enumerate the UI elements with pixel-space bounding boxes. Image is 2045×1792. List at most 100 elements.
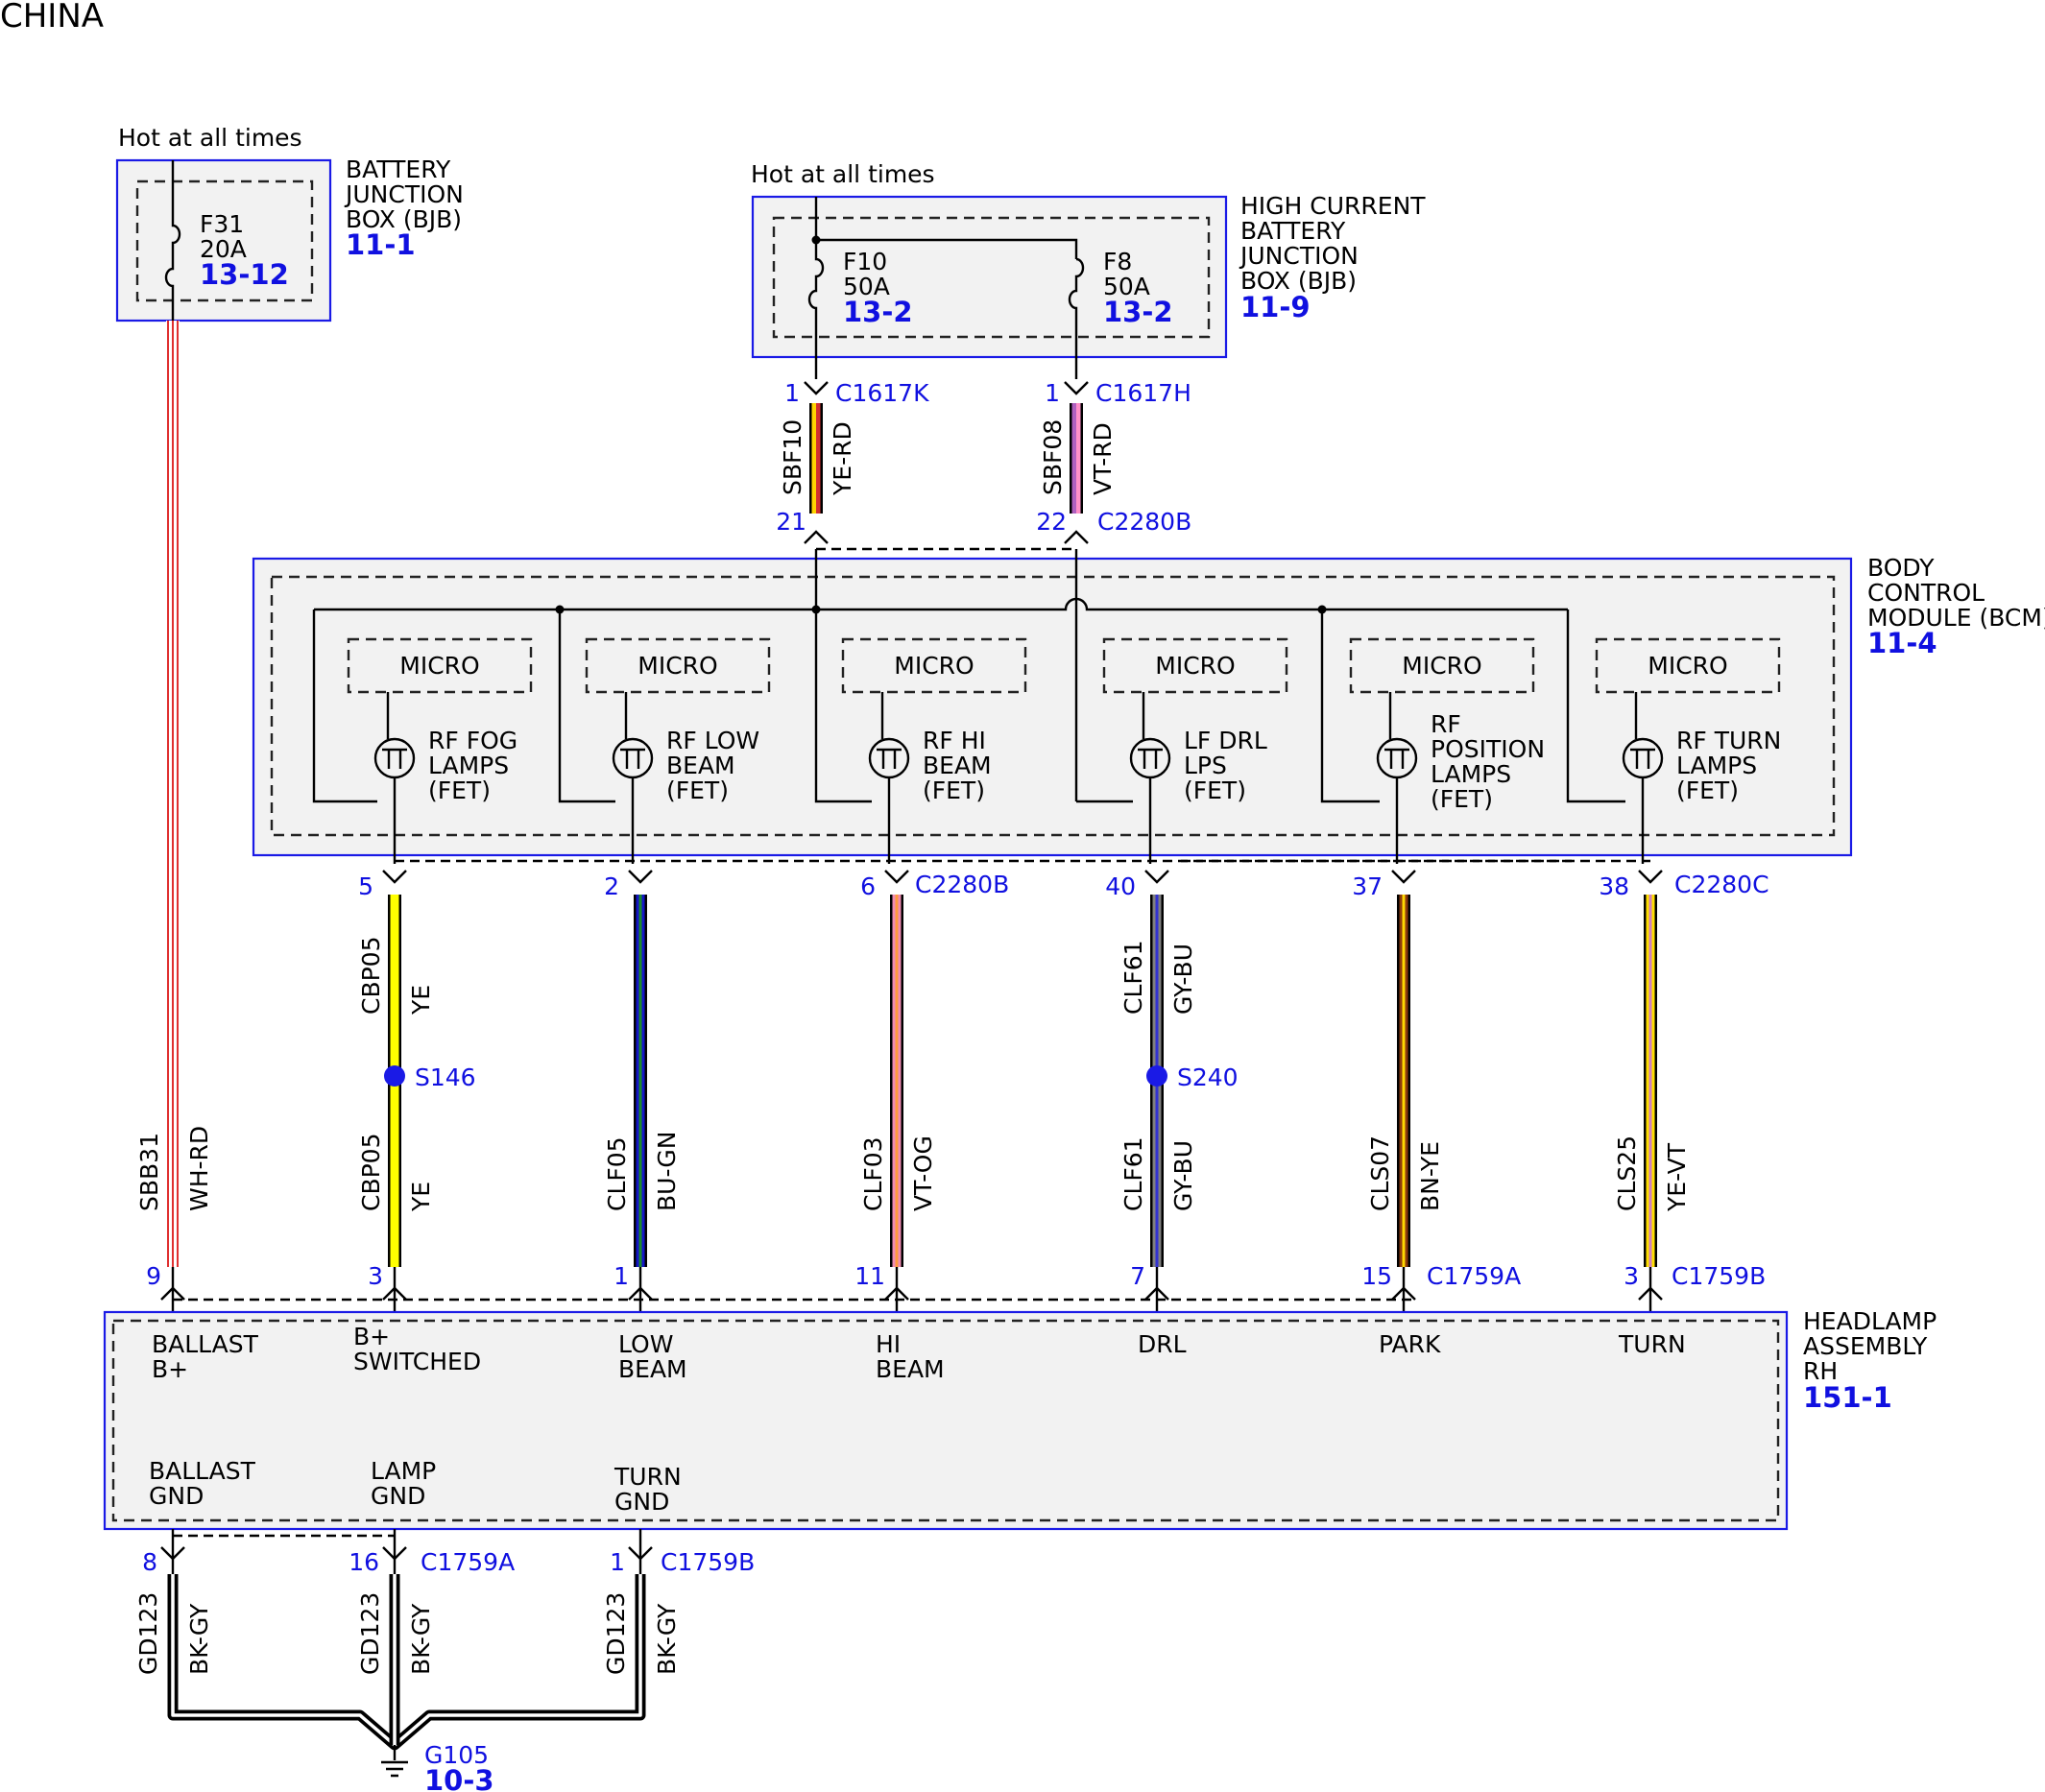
- micro-label: MICRO: [1402, 652, 1481, 680]
- pin-label-turn-gnd-line2: GND: [614, 1488, 669, 1516]
- fet-label-line: (FET): [1431, 785, 1493, 813]
- ground-connector-symbol: [160, 1546, 185, 1561]
- fet-gate-icon: [1384, 748, 1409, 769]
- hcbjb-name-line4: BOX (BJB): [1240, 267, 1357, 295]
- ground-ref-link[interactable]: 10-3: [424, 1764, 494, 1792]
- fet-label-line: POSITION: [1431, 735, 1545, 763]
- c1617h-connector-label[interactable]: C1617H: [1095, 379, 1191, 407]
- fuse-f8-name: F8: [1103, 248, 1132, 275]
- fuse-f10-symbol: [807, 240, 825, 379]
- c1617k-pin: 1: [784, 379, 800, 407]
- headlamp-pin-number: 3: [368, 1262, 383, 1290]
- bcm-pin-number: 40: [1105, 872, 1136, 900]
- c2280b-top-connector-label[interactable]: C2280B: [1097, 508, 1191, 536]
- ground-color-label: BK-GY: [653, 1603, 681, 1675]
- fet-supply-line: [312, 609, 377, 803]
- pin-label-turn-gnd-line1: TURN: [614, 1463, 682, 1491]
- bcm-connector-symbol: [1391, 870, 1416, 884]
- c2280b-bcm-connector-label[interactable]: C2280B: [915, 871, 1009, 898]
- bjb-ref-link[interactable]: 11-1: [346, 228, 416, 261]
- wire-circuit-label: CLF05: [603, 1136, 631, 1211]
- fet-label-line: BEAM: [666, 752, 735, 779]
- c2280b-pin-21: 21: [776, 508, 806, 536]
- hot-at-all-times-center: Hot at all times: [751, 160, 935, 188]
- fet-label-line: RF TURN: [1676, 727, 1781, 754]
- fuse-f10-ref-link[interactable]: 13-2: [843, 296, 913, 328]
- bcm-pin-number: 6: [860, 872, 876, 900]
- fet-label-line: LAMPS: [1431, 760, 1511, 788]
- bcm-connector-symbol: [1144, 870, 1169, 884]
- wire-color-label: BU-GN: [653, 1132, 681, 1211]
- fet-label-line: RF LOW: [666, 727, 759, 754]
- micro-box: [841, 637, 1027, 694]
- fet-label-line: LAMPS: [428, 752, 509, 779]
- c1617k-connector-symbol: [804, 381, 829, 395]
- fuse-f31-symbol: [164, 160, 181, 321]
- fet-label-line: (FET): [428, 777, 491, 804]
- wire-stripe: [1648, 895, 1652, 1267]
- high-current-bjb-box: [751, 195, 1228, 359]
- hcbjb-bus-bar: [816, 238, 1078, 259]
- wire-circuit-label: CLS07: [1366, 1135, 1394, 1211]
- headlamp-ref-link[interactable]: 151-1: [1803, 1381, 1892, 1414]
- headlamp-name-line1: HEADLAMP: [1803, 1307, 1937, 1335]
- fet-label-line: LF DRL: [1184, 727, 1267, 754]
- sbf08-circuit-label: SBF08: [1039, 419, 1067, 495]
- bcm-ref-link[interactable]: 11-4: [1867, 627, 1937, 659]
- splice-s240-label[interactable]: S240: [1177, 1063, 1239, 1091]
- ground-circuit-label: GD123: [134, 1592, 162, 1675]
- micro-box: [1595, 637, 1781, 694]
- headlamp-assembly-box: [103, 1310, 1789, 1531]
- fet-gate-icon: [1138, 748, 1163, 769]
- c2280c-bcm-connector-label[interactable]: C2280C: [1674, 871, 1769, 898]
- bcm-connector-symbol: [884, 870, 909, 884]
- wire-circuit-label: CLF61: [1119, 1136, 1147, 1211]
- c1759a-ground-connector-label[interactable]: C1759A: [421, 1548, 515, 1576]
- ground-circuit-label: GD123: [356, 1592, 384, 1675]
- splice-s146-label[interactable]: S146: [415, 1063, 476, 1091]
- c2280b-pin22-connector-symbol: [1064, 530, 1089, 544]
- wire-color-label: WH-RD: [185, 1126, 213, 1211]
- fet-gate-icon: [877, 748, 902, 769]
- fet-supply-line: [558, 609, 615, 803]
- splice-s240-dot: [1146, 1065, 1167, 1087]
- pin-label-drl: DRL: [1138, 1330, 1187, 1358]
- splice-s146-dot: [384, 1065, 405, 1087]
- c1759b-ground-connector-label[interactable]: C1759B: [661, 1548, 755, 1576]
- wire-color-label: BN-YE: [1416, 1141, 1444, 1211]
- fet-label-line: (FET): [1184, 777, 1246, 804]
- fuse-f8-ref-link[interactable]: 13-2: [1103, 296, 1173, 328]
- sbf08-color-label: VT-RD: [1089, 422, 1117, 495]
- bcm-pin-number: 5: [358, 872, 373, 900]
- headlamp-pin-number: 3: [1624, 1262, 1639, 1290]
- sbf10-circuit-label: SBF10: [779, 419, 806, 495]
- fet-supply-line: [1320, 609, 1380, 803]
- wire-color-label: VT-OG: [909, 1135, 937, 1211]
- pin-label-hi-beam-line1: HI: [876, 1330, 901, 1358]
- fet-label-line: LPS: [1184, 752, 1227, 779]
- fuse-f8-symbol: [1068, 257, 1085, 379]
- fuse-f31-ref-link[interactable]: 13-12: [200, 258, 289, 291]
- ground-pin-number: 16: [349, 1548, 379, 1576]
- fuse-f31-rating: 20A: [200, 235, 247, 263]
- c1617k-connector-label[interactable]: C1617K: [835, 379, 929, 407]
- fet-label-line: RF: [1431, 710, 1461, 738]
- fuse-f10-rating: 50A: [843, 273, 890, 300]
- fet-gate-icon: [1630, 748, 1655, 769]
- fet-label-line: (FET): [923, 777, 985, 804]
- wire-upper-color-label: YE: [407, 985, 435, 1015]
- ground-g105-label[interactable]: G105: [424, 1741, 489, 1769]
- fet-label-line: BEAM: [923, 752, 992, 779]
- hcbjb-ref-link[interactable]: 11-9: [1240, 291, 1311, 323]
- c1759a-connector-label[interactable]: C1759A: [1427, 1262, 1521, 1290]
- fet-label-line: LAMPS: [1676, 752, 1757, 779]
- headlamp-pin-number: 7: [1130, 1262, 1145, 1290]
- pin-label-low-beam-line2: BEAM: [618, 1355, 687, 1383]
- c1759b-connector-label[interactable]: C1759B: [1672, 1262, 1766, 1290]
